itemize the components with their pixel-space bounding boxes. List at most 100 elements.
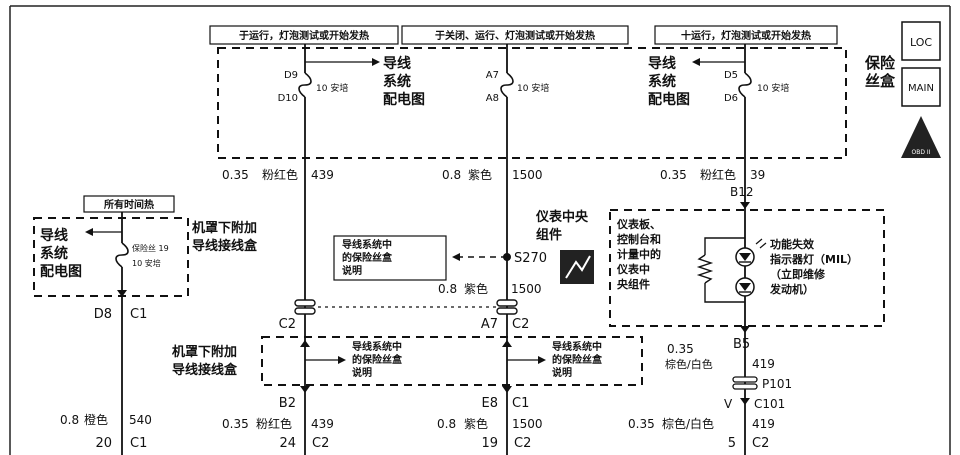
w1500-top-size: 0.8 bbox=[442, 168, 461, 182]
top-label-right: 十运行，灯泡测试或开始发热 bbox=[681, 29, 811, 42]
w1500-mid-circuit: 1500 bbox=[511, 282, 542, 296]
lower-ref2-2: 的保险丝盒 bbox=[552, 353, 603, 366]
mil-label-2: 指示器灯（MIL） bbox=[770, 252, 858, 266]
c1-mid-label: C1 bbox=[512, 396, 529, 411]
w439-top-color: 粉红色 bbox=[262, 167, 298, 182]
loc-icon-text: LOC bbox=[910, 36, 932, 49]
top-label-left: 于运行，灯泡测试或开始发热 bbox=[239, 29, 369, 42]
w439-bot-color: 粉红色 bbox=[256, 416, 292, 431]
pin19-conn: C2 bbox=[514, 436, 531, 451]
pin5-conn: C2 bbox=[752, 436, 769, 451]
p101-label: P101 bbox=[762, 377, 792, 391]
w1500-top-color: 紫色 bbox=[468, 168, 492, 182]
w1500-bot-color: 紫色 bbox=[464, 417, 488, 431]
left-ref-3: 配电图 bbox=[40, 263, 82, 280]
left-box-conn: C1 bbox=[130, 307, 147, 322]
pin20-label: 20 bbox=[95, 436, 112, 451]
loc-icon bbox=[901, 21, 941, 61]
ref-left-2: 系统 bbox=[383, 73, 411, 90]
connector-c2-left bbox=[294, 299, 316, 315]
ipc-box-3: 计量中的 bbox=[617, 247, 661, 261]
c2-mid-label: C2 bbox=[512, 317, 529, 332]
lower-mid-ref-head bbox=[538, 356, 546, 364]
w540-color: 橙色 bbox=[84, 412, 108, 427]
lower-ref1-3: 说明 bbox=[352, 366, 372, 379]
splice-label: S270 bbox=[514, 251, 547, 266]
w1500-mid-color: 紫色 bbox=[464, 282, 488, 296]
top-label-left-box bbox=[209, 25, 399, 45]
pin20-conn: C1 bbox=[130, 436, 147, 451]
lower-box bbox=[261, 336, 643, 386]
w419-top-color: 棕色/白色 bbox=[665, 357, 713, 371]
fuse-left bbox=[298, 72, 312, 98]
fuse-right-rating: 10 安培 bbox=[757, 82, 789, 94]
fuse-left-bottom: D10 bbox=[278, 93, 298, 104]
w1500-bot-size: 0.8 bbox=[437, 417, 456, 431]
resistor bbox=[696, 254, 714, 284]
mil-label-1: 功能失效 bbox=[770, 237, 815, 251]
e8-label: E8 bbox=[482, 396, 499, 411]
lower-left-up-arrow bbox=[300, 340, 310, 347]
w39-circuit: 39 bbox=[750, 168, 765, 182]
w39-color: 粉红色 bbox=[700, 167, 736, 182]
b12-arrow bbox=[740, 202, 750, 209]
top-label-mid: 于关闭、运行、灯泡测试或开始发热 bbox=[435, 29, 595, 42]
ref-right-3: 配电图 bbox=[648, 91, 690, 108]
b2-label: B2 bbox=[279, 396, 296, 411]
fuse-19-name: 保险丝 19 bbox=[132, 243, 169, 253]
ipc-title-2: 组件 bbox=[536, 227, 562, 243]
d8-arrow bbox=[117, 290, 127, 297]
left-box bbox=[33, 217, 189, 297]
lower-mid-up-arrow bbox=[502, 340, 512, 347]
w439-top-circuit: 439 bbox=[311, 168, 334, 182]
w419-bot-circuit: 419 bbox=[752, 417, 775, 431]
fuse-19-rating: 10 安培 bbox=[132, 258, 161, 268]
left-box-header: 所有时间热 bbox=[104, 198, 154, 211]
fuse-mid-rating: 10 安培 bbox=[517, 82, 549, 94]
pin5-label: 5 bbox=[728, 436, 736, 451]
w1500-top-circuit: 1500 bbox=[512, 168, 543, 182]
lower-ref2-3: 说明 bbox=[552, 366, 572, 379]
resistor-bottom-lead bbox=[704, 283, 745, 303]
w540-size: 0.8 bbox=[60, 413, 79, 427]
fuse-right-top: D5 bbox=[724, 70, 738, 81]
w39-size: 0.35 bbox=[660, 168, 687, 182]
lower-ref2-1: 导线系统中 bbox=[552, 340, 602, 353]
fuse-mid-top: A7 bbox=[486, 70, 499, 81]
left-ref-1: 导线 bbox=[40, 227, 68, 244]
ref-right-2: 系统 bbox=[648, 73, 676, 90]
ipc-box-1: 仪表板、 bbox=[616, 217, 661, 231]
esd-icon-glyph bbox=[565, 255, 591, 279]
left-box-pin: D8 bbox=[94, 307, 112, 322]
ipc-box-5: 央组件 bbox=[617, 277, 650, 291]
c101-label: C101 bbox=[754, 397, 785, 411]
ipc-box-2: 控制台和 bbox=[617, 232, 661, 246]
ref-arrow-left-head bbox=[372, 58, 380, 66]
b5-label: B5 bbox=[733, 337, 750, 352]
fuse-box bbox=[217, 47, 847, 159]
w1500-mid-size: 0.8 bbox=[438, 282, 457, 296]
w439-top-size: 0.35 bbox=[222, 168, 249, 182]
mid-ref-1: 导线系统中 bbox=[342, 238, 392, 251]
pin19-label: 19 bbox=[481, 436, 498, 451]
lower-ref1-2: 的保险丝盒 bbox=[352, 353, 403, 366]
top-label-mid-box bbox=[401, 25, 629, 45]
obd-icon-text: OBD II bbox=[912, 149, 931, 156]
mid-ref-2: 的保险丝盒 bbox=[342, 251, 393, 264]
fuse-mid bbox=[500, 72, 514, 98]
main-icon-text: MAIN bbox=[908, 83, 934, 94]
e8-arrow bbox=[502, 386, 512, 393]
obd-icon bbox=[901, 116, 941, 158]
mil-label-3: （立即维修 bbox=[770, 267, 826, 281]
left-box-title-1: 机罩下附加 bbox=[192, 220, 257, 236]
connector-p101 bbox=[732, 376, 758, 390]
w419-bot-size: 0.35 bbox=[628, 417, 655, 431]
ipc-box-4: 仪表中 bbox=[616, 262, 650, 276]
ref-right-1: 导线 bbox=[648, 55, 676, 72]
mil-lamp-1 bbox=[735, 247, 755, 267]
mid-ref-3: 说明 bbox=[342, 264, 362, 277]
w419-bot-color: 棕色/白色 bbox=[662, 416, 714, 431]
left-ref-2: 系统 bbox=[40, 245, 68, 262]
